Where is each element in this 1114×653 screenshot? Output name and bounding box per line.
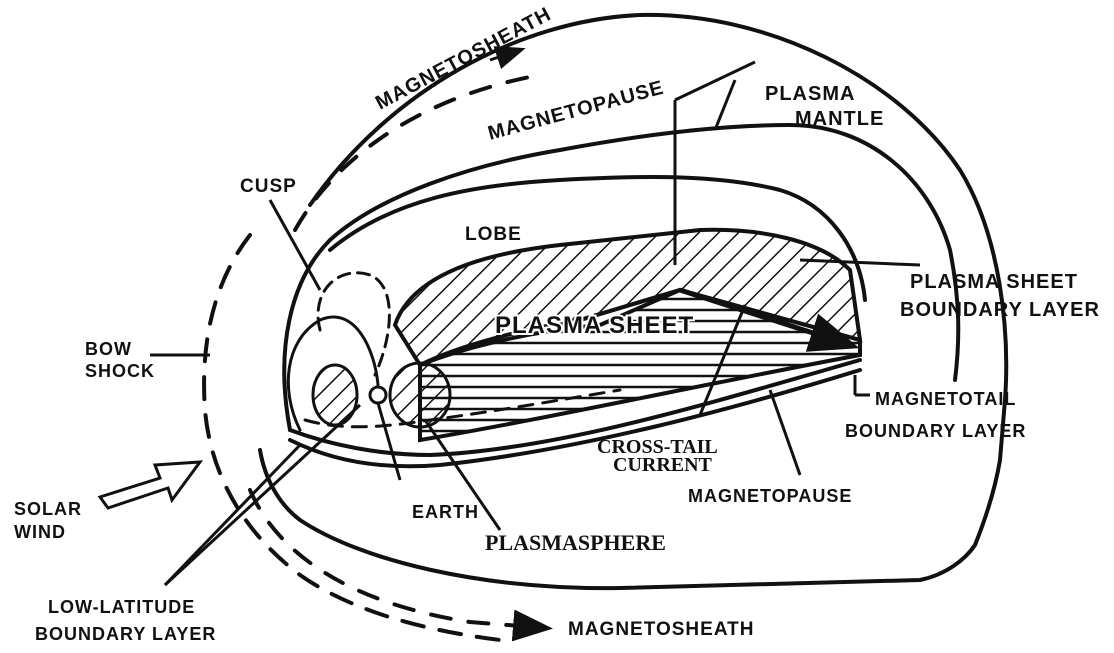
- earth-circle: [370, 387, 386, 403]
- label-bow-shock-1: BOW: [85, 339, 132, 359]
- plasma-mantle-pointer-2: [715, 80, 735, 130]
- label-plasma-mantle-2: MANTLE: [795, 108, 884, 130]
- label-magnetotail-boundary-1: MAGNETOTAIL: [875, 389, 1016, 409]
- label-plasma-sheet-boundary-1: PLASMA SHEET: [910, 271, 1078, 293]
- label-plasmasphere: PLASMASPHERE: [485, 530, 666, 555]
- label-magnetotail-boundary-2: BOUNDARY LAYER: [845, 421, 1026, 441]
- magnetopause-bottom-pointer: [770, 390, 800, 475]
- label-low-latitude-1: LOW-LATITUDE: [48, 597, 195, 617]
- low-latitude-pointer-2: [165, 405, 360, 585]
- label-magnetopause-top: MAGNETOPAUSE: [486, 77, 667, 145]
- cusp-pointer: [270, 200, 320, 290]
- label-earth: EARTH: [412, 502, 479, 522]
- label-cross-tail-2: CURRENT: [613, 454, 713, 476]
- solar-wind-arrow: [100, 462, 200, 508]
- label-solar-wind-2: WIND: [14, 522, 66, 542]
- label-magnetosheath-top: MAGNETOSHEATH: [372, 3, 555, 114]
- label-cusp: CUSP: [240, 176, 297, 197]
- label-solar-wind-1: SOLAR: [14, 499, 82, 519]
- plasmasphere-right: [390, 363, 450, 427]
- label-magnetopause-bottom: MAGNETOPAUSE: [688, 486, 852, 506]
- label-plasma-sheet: PLASMA SHEET: [495, 312, 694, 339]
- magnetosheath-flow-bottom: [250, 490, 545, 628]
- label-low-latitude-2: BOUNDARY LAYER: [35, 624, 216, 644]
- plasma-mantle-pointer-1: [675, 62, 755, 100]
- label-bow-shock-2: SHOCK: [85, 361, 155, 381]
- label-lobe: LOBE: [465, 224, 522, 245]
- label-magnetosheath-bottom: MAGNETOSHEATH: [568, 619, 754, 640]
- plasmasphere-left: [313, 365, 357, 425]
- label-plasma-sheet-boundary-2: BOUNDARY LAYER: [900, 299, 1100, 321]
- label-plasma-mantle-1: PLASMA: [765, 83, 855, 105]
